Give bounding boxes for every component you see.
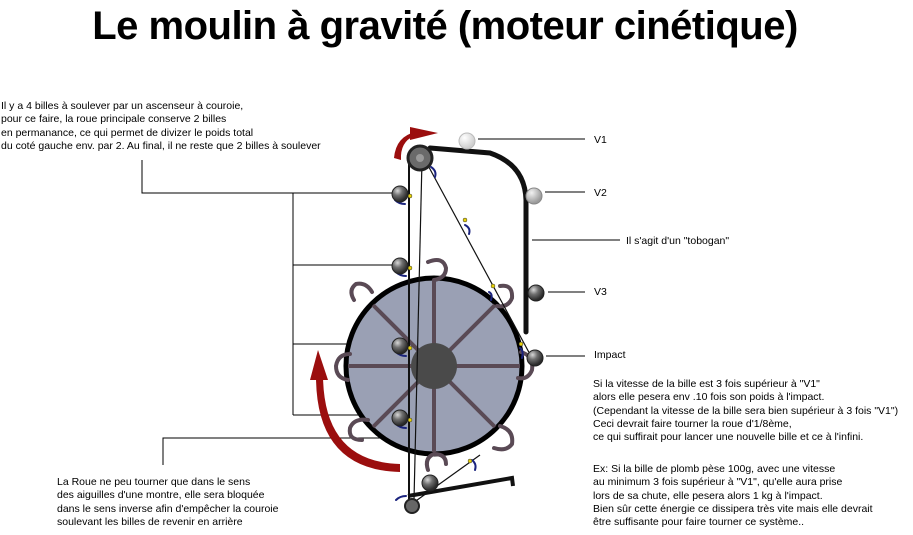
main-wheel xyxy=(343,275,525,457)
cup-bottom xyxy=(424,451,448,472)
note-four-balls: Il y a 4 billes à soulever par un ascens… xyxy=(1,100,321,152)
rotation-arrows xyxy=(310,127,438,472)
label-v2: V2 xyxy=(594,187,607,199)
ball-v3 xyxy=(527,284,545,302)
cup-bottom-left xyxy=(347,417,370,442)
belt-right xyxy=(413,159,423,501)
label-v3: V3 xyxy=(594,286,607,298)
cup-top-left xyxy=(349,281,374,302)
ball-belt-3 xyxy=(391,337,409,355)
note-wheel-direction: La Roue ne peu tourner que dans le sens … xyxy=(57,476,279,528)
ball-belt-4 xyxy=(391,409,409,427)
bottom-tray xyxy=(407,475,515,498)
top-arrow-icon xyxy=(394,132,416,160)
label-impact: Impact xyxy=(594,349,626,361)
ball-belt-1 xyxy=(391,185,409,203)
belt-diagonal xyxy=(423,157,533,359)
belt xyxy=(408,157,533,504)
wheel-hub xyxy=(411,343,457,389)
left-arrow-head-icon xyxy=(310,350,328,380)
ball-impact xyxy=(526,349,544,367)
leader-wheel-direction xyxy=(162,437,398,465)
ball-v2 xyxy=(525,187,543,205)
cup-top xyxy=(426,258,449,282)
top-arrow-head-icon xyxy=(410,127,438,140)
cup-bottom-right xyxy=(492,424,515,452)
note-impact-speed: Si la vitesse de la bille est 3 fois sup… xyxy=(593,378,899,444)
bottom-pulley xyxy=(404,498,420,514)
balls xyxy=(391,132,545,492)
label-v1: V1 xyxy=(594,134,607,146)
top-pulley-center xyxy=(416,154,424,162)
ball-belt-2 xyxy=(391,257,409,275)
page-title: Le moulin à gravité (moteur cinétique) xyxy=(92,4,798,48)
cup-left xyxy=(333,352,352,382)
label-toboggan: Il s'agit d'un "tobogan" xyxy=(626,235,730,247)
cup-top-right xyxy=(495,283,515,309)
note-example-lead-ball: Ex: Si la bille de plomb pèse 100g, avec… xyxy=(593,463,873,529)
toboggan-ramp xyxy=(427,145,529,335)
ball-v1 xyxy=(458,132,476,150)
ball-bottom-tray xyxy=(421,474,439,492)
leader-four-balls xyxy=(141,160,392,194)
